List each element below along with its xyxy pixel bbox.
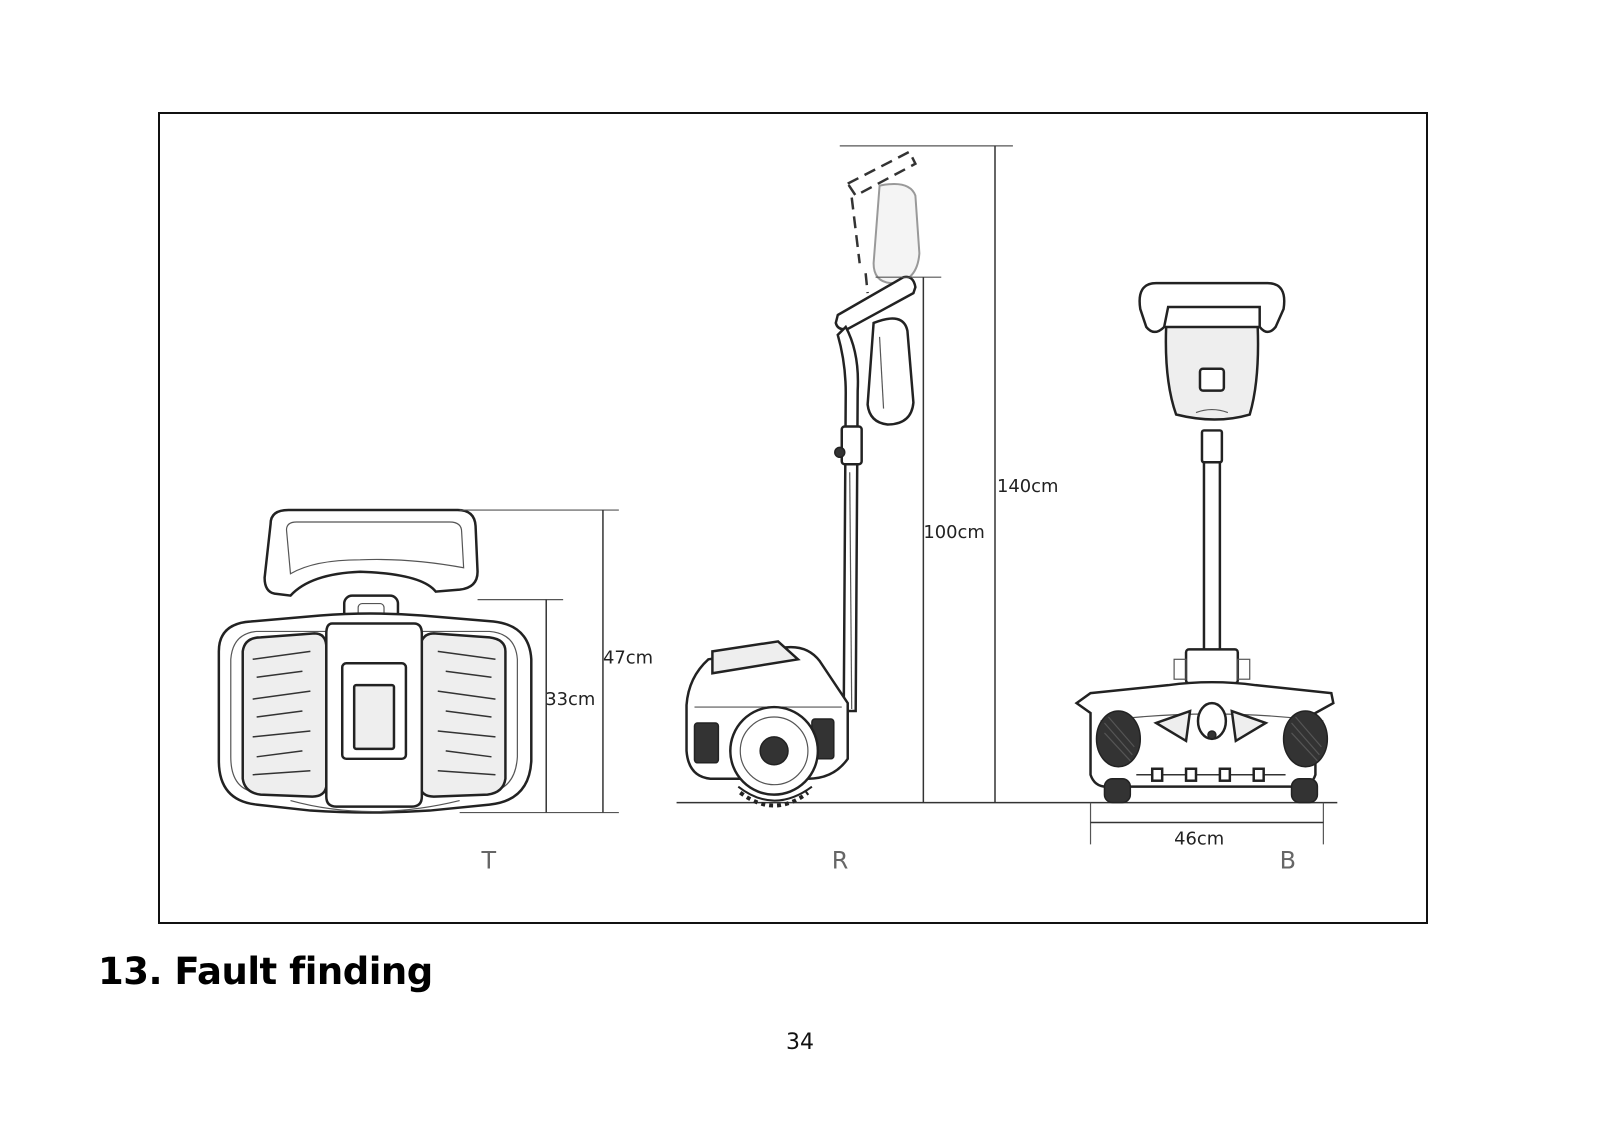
- section-heading: 13. Fault finding: [98, 950, 433, 993]
- dimension-drawing: 47cm 33cm T: [160, 114, 1426, 922]
- view-label-right: R: [832, 846, 849, 874]
- top-view-drawing: [219, 510, 531, 813]
- top-total-height-label: 47cm: [603, 647, 653, 668]
- side-low-height-label: 100cm: [923, 522, 984, 543]
- side-view-dimension-lines: [840, 146, 1013, 803]
- dimension-figure: 47cm 33cm T: [158, 112, 1428, 924]
- side-high-height-label: 140cm: [997, 476, 1058, 497]
- page-number: 34: [0, 1030, 1600, 1055]
- back-width-label: 46cm: [1174, 828, 1224, 849]
- view-label-top: T: [481, 846, 497, 874]
- back-view-drawing: [1077, 283, 1334, 802]
- top-body-height-label: 33cm: [545, 689, 595, 710]
- view-label-back: B: [1280, 846, 1296, 874]
